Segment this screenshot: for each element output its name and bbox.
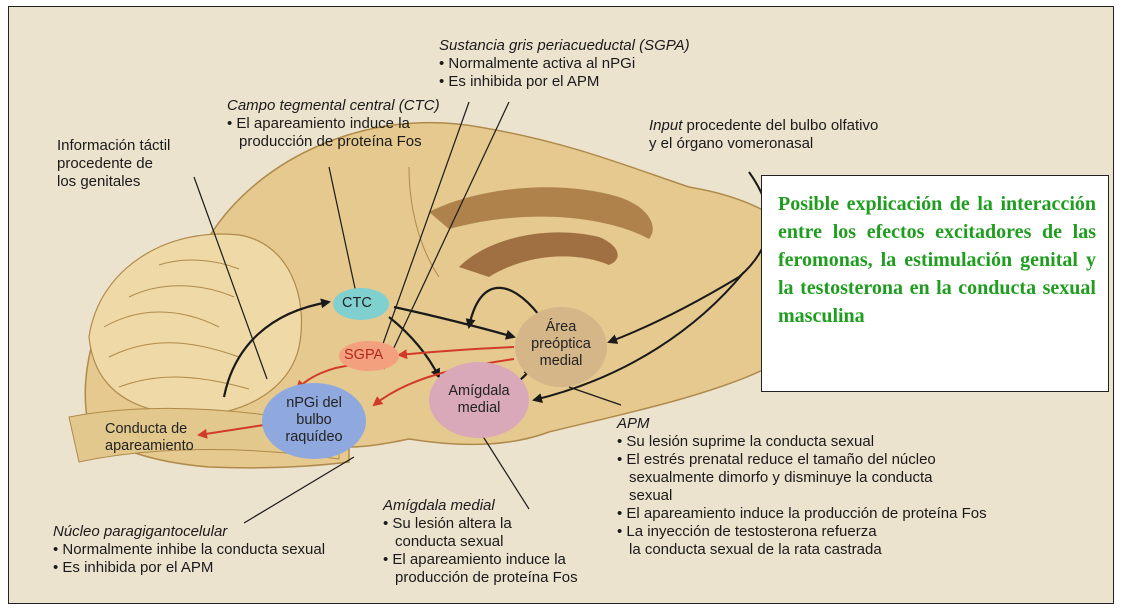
label-amigdala-item: • Su lesión altera la: [383, 515, 578, 533]
node-amigdala-line: Amígdala: [439, 383, 519, 400]
label-tactil-line: los genitales: [57, 173, 170, 191]
label-tactil-line: procedente de: [57, 155, 170, 173]
figure-frame: CTC SGPA nPGi del bulbo raquídeo Amígdal…: [8, 6, 1114, 604]
label-amigdala: Amígdala medial • Su lesión altera la co…: [383, 497, 578, 587]
node-ctc: CTC: [342, 295, 372, 312]
node-apm-line: preóptica: [521, 336, 601, 353]
label-tactil: Información táctil procedente de los gen…: [57, 137, 170, 191]
node-conducta: Conducta de apareamiento: [105, 421, 194, 455]
label-amigdala-item: conducta sexual: [383, 533, 578, 551]
label-amigdala-item: • El apareamiento induce la: [383, 551, 578, 569]
node-sgpa-label: SGPA: [344, 347, 383, 363]
label-apm-item: • La inyección de testosterona refuerza: [617, 523, 987, 541]
label-input-line: y el órgano vomeronasal: [649, 135, 878, 153]
label-input-italic: Input: [649, 117, 682, 134]
callout-text: Posible explicación de la interacción en…: [778, 190, 1096, 330]
node-amigdala: Amígdala medial: [439, 383, 519, 417]
node-amigdala-line: medial: [439, 400, 519, 417]
explanation-callout: Posible explicación de la interacción en…: [761, 175, 1109, 392]
node-apm: Área preóptica medial: [521, 319, 601, 370]
label-apm-item: la conducta sexual de la rata castrada: [617, 541, 987, 559]
label-amigdala-item: producción de proteína Fos: [383, 569, 578, 587]
node-conducta-line: apareamiento: [105, 438, 194, 455]
label-npgi: Núcleo paragigantocelular • Normalmente …: [53, 523, 325, 577]
label-tactil-line: Información táctil: [57, 137, 170, 155]
node-npgi: nPGi del bulbo raquídeo: [274, 395, 354, 446]
node-conducta-line: Conducta de: [105, 421, 194, 438]
label-input: Input procedente del bulbo olfativo y el…: [649, 117, 878, 153]
label-apm-item: • Su lesión suprime la conducta sexual: [617, 433, 987, 451]
node-npgi-line: nPGi del: [274, 395, 354, 412]
label-apm: APM • Su lesión suprime la conducta sexu…: [617, 415, 987, 559]
label-npgi-title: Núcleo paragigantocelular: [53, 523, 325, 541]
label-ctc-title: Campo tegmental central (CTC): [227, 97, 440, 115]
label-sgpa-item: • Es inhibida por el APM: [439, 73, 690, 91]
label-apm-item: sexualmente dimorfo y disminuye la condu…: [617, 469, 987, 487]
label-input-rest: procedente del bulbo olfativo: [682, 117, 878, 134]
node-npgi-line: bulbo: [274, 412, 354, 429]
node-npgi-line: raquídeo: [274, 429, 354, 446]
node-sgpa: SGPA: [344, 347, 383, 364]
label-npgi-item: • Normalmente inhibe la conducta sexual: [53, 541, 325, 559]
node-ctc-label: CTC: [342, 295, 372, 311]
node-apm-line: Área: [521, 319, 601, 336]
label-apm-item: • El apareamiento induce la producción d…: [617, 505, 987, 523]
label-apm-item: • El estrés prenatal reduce el tamaño de…: [617, 451, 987, 469]
label-ctc-item: producción de proteína Fos: [227, 133, 440, 151]
node-apm-line: medial: [521, 353, 601, 370]
label-sgpa: Sustancia gris periacueductal (SGPA) • N…: [439, 37, 690, 91]
label-npgi-item: • Es inhibida por el APM: [53, 559, 325, 577]
label-sgpa-title: Sustancia gris periacueductal (SGPA): [439, 37, 690, 55]
label-amigdala-title: Amígdala medial: [383, 497, 578, 515]
label-apm-title: APM: [617, 415, 987, 433]
label-ctc-item: • El apareamiento induce la: [227, 115, 440, 133]
label-sgpa-item: • Normalmente activa al nPGi: [439, 55, 690, 73]
label-apm-item: sexual: [617, 487, 987, 505]
label-ctc: Campo tegmental central (CTC) • El apare…: [227, 97, 440, 151]
